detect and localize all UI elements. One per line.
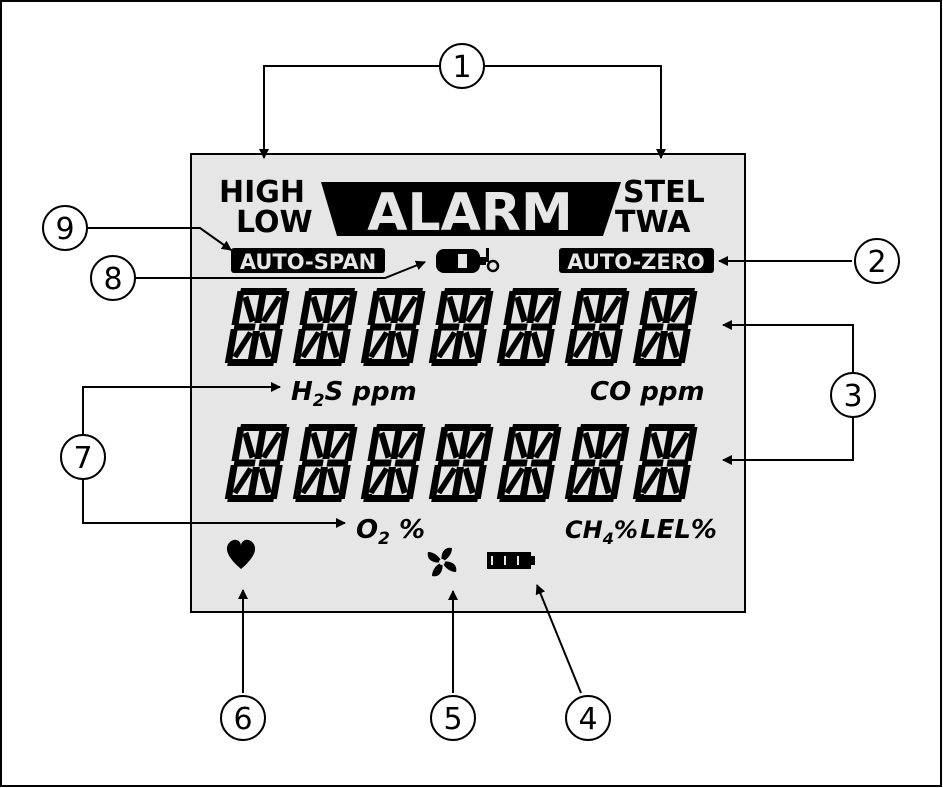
svg-text:O2 %: O2 % [356, 515, 425, 549]
stel-label: STEL [623, 175, 705, 210]
callout-8: 8 [90, 255, 136, 301]
callout-3: 3 [830, 372, 876, 418]
lcd-digit [428, 288, 494, 366]
callout-number: 9 [55, 212, 74, 247]
callout-number: 5 [443, 702, 462, 737]
lcd-digit [292, 288, 358, 366]
callout-9: 9 [42, 205, 88, 251]
auto-span-indicator [231, 248, 385, 273]
lcd-digit [428, 424, 494, 502]
lcd-digit [496, 424, 562, 502]
lcd-digit [564, 288, 630, 366]
co-ppm-label: CO ppm [590, 377, 705, 407]
alarm-level-indicators: HIGH LOW ALARM STEL TWA [219, 175, 705, 243]
lcd-digit [224, 288, 290, 366]
o2-percent-label: O2 % [356, 515, 425, 549]
lcd-digit [360, 288, 426, 366]
lcd-digit [632, 288, 698, 366]
alarm-banner [321, 182, 621, 236]
decimal-point [364, 358, 372, 366]
decimal-point [364, 494, 372, 502]
callout-number: 3 [843, 379, 862, 414]
callout-number: 4 [578, 702, 597, 737]
callout-number: 7 [73, 441, 92, 476]
alarm-label: ALARM [367, 183, 572, 243]
h2s-ppm-label: H2S ppm [291, 377, 417, 411]
callout-4: 4 [565, 695, 611, 741]
lcd-digit [224, 424, 290, 502]
callout-number: 6 [233, 702, 252, 737]
auto-zero-indicator [559, 248, 714, 273]
callout-2: 2 [854, 238, 900, 284]
callout-number: 8 [103, 262, 122, 297]
leader-lines [82, 65, 854, 694]
lcd-digit [564, 424, 630, 502]
digits-row-2 [224, 424, 698, 502]
decimal-point [636, 494, 644, 502]
twa-label: TWA [615, 205, 691, 240]
callout-number: 2 [867, 245, 886, 280]
callout-markers: 1 2 3 4 5 6 7 89 [42, 43, 900, 741]
high-label: HIGH [219, 175, 305, 210]
svg-text:CH4%: CH4% [565, 516, 638, 548]
low-label: LOW [236, 205, 313, 240]
ch4-percent-label: CH4% [565, 516, 638, 548]
calibration-bottle-icon [436, 248, 500, 273]
lel-percent-label: LEL% [640, 515, 717, 545]
battery-icon [487, 552, 535, 569]
auto-span-label: AUTO-SPAN [240, 250, 376, 274]
lcd-digit [292, 424, 358, 502]
decimal-point [636, 358, 644, 366]
svg-text:H2S ppm: H2S ppm [291, 377, 417, 411]
fan-icon [427, 547, 457, 577]
digits-row-1 [224, 288, 698, 366]
heart-icon [226, 539, 256, 569]
callout-6: 6 [220, 695, 266, 741]
lcd-digit [360, 424, 426, 502]
callout-1: 1 [439, 43, 485, 89]
lcd-digit [632, 424, 698, 502]
auto-zero-label: AUTO-ZERO [567, 250, 705, 274]
lcd-digit [496, 288, 562, 366]
callout-7: 7 [60, 434, 106, 480]
callout-5: 5 [430, 695, 476, 741]
callout-number: 1 [452, 50, 471, 85]
